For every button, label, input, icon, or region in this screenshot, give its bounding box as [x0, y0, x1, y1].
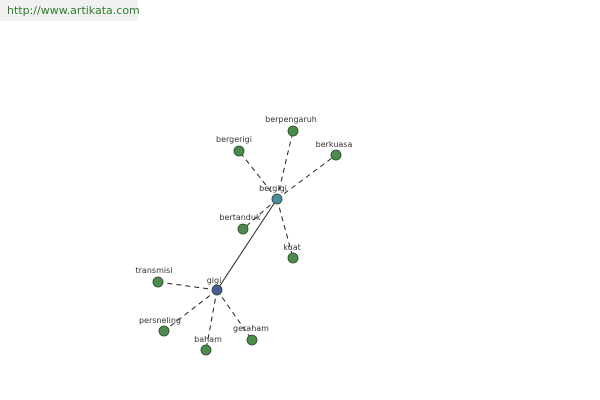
- node-baham[interactable]: [200, 344, 212, 356]
- source-link[interactable]: http://www.artikata.com: [7, 4, 140, 17]
- node-berpengaruh[interactable]: [287, 125, 299, 137]
- edge-bergigi-berpengaruh: [276, 130, 294, 200]
- labels-layer: gigi bergigi berpengaruh bergerigi berkuasa b…: [136, 115, 353, 344]
- node-label-transmisi[interactable]: transmisi: [136, 266, 173, 275]
- edge-bergigi-bergerigi: [238, 150, 278, 200]
- edge-gigi-baham: [205, 289, 218, 351]
- edge-bergigi-kuat: [276, 198, 294, 259]
- edge-gigi-geraham: [216, 289, 253, 341]
- node-label-bertanduk[interactable]: bertanduk: [219, 213, 261, 222]
- edge-bergigi-berkuasa: [276, 154, 337, 200]
- node-label-bergerigi[interactable]: bergerigi: [216, 135, 252, 144]
- node-berkuasa[interactable]: [330, 149, 342, 161]
- node-label-berkuasa[interactable]: berkuasa: [316, 140, 353, 149]
- edge-gigi-persneling: [163, 289, 218, 332]
- node-label-bergigi[interactable]: bergigi: [259, 184, 287, 193]
- node-kuat[interactable]: [287, 252, 299, 264]
- node-bertanduk[interactable]: [237, 223, 249, 235]
- node-label-berpengaruh[interactable]: berpengaruh: [265, 115, 317, 124]
- node-persneling[interactable]: [158, 325, 170, 337]
- node-geraham[interactable]: [246, 334, 258, 346]
- node-gigi[interactable]: [211, 284, 223, 296]
- nodes-layer: [152, 125, 342, 356]
- edge-bergigi-bertanduk: [242, 198, 278, 230]
- node-label-persneling[interactable]: persneling: [139, 316, 181, 325]
- node-label-geraham[interactable]: geraham: [233, 324, 269, 333]
- node-label-kuat[interactable]: kuat: [283, 243, 301, 252]
- edges-layer: [157, 130, 337, 351]
- node-bergigi[interactable]: [271, 193, 283, 205]
- node-transmisi[interactable]: [152, 276, 164, 288]
- edge-gigi-transmisi: [157, 281, 218, 291]
- edge-gigi-bergigi: [216, 198, 278, 291]
- node-bergerigi[interactable]: [233, 145, 245, 157]
- node-label-gigi[interactable]: gigi: [207, 276, 222, 285]
- source-banner: http://www.artikata.com: [0, 0, 140, 21]
- node-label-baham[interactable]: baham: [194, 335, 222, 344]
